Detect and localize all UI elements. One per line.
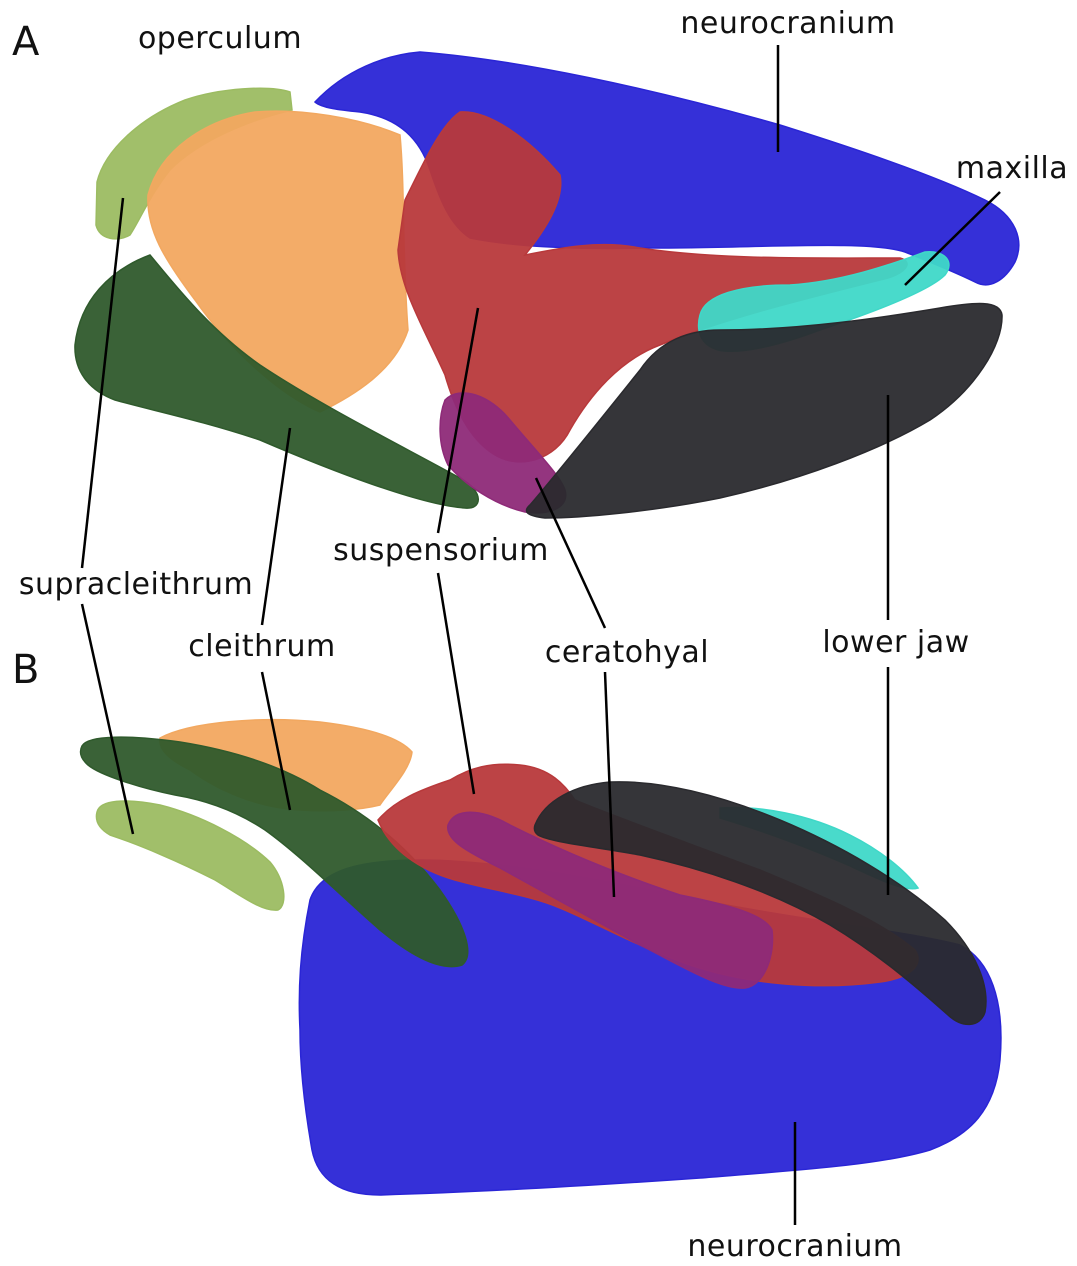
leader-supracleithrum-b bbox=[82, 604, 133, 834]
label-neurocranium-bottom: neurocranium bbox=[687, 1229, 902, 1264]
panel-label-b: B bbox=[12, 647, 39, 693]
panel-a bbox=[75, 52, 1019, 518]
panel-label-a: A bbox=[12, 19, 40, 65]
label-lower-jaw: lower jaw bbox=[822, 625, 969, 660]
leader-suspensorium-b bbox=[438, 573, 474, 794]
label-neurocranium-top: neurocranium bbox=[680, 6, 895, 41]
label-suspensorium: suspensorium bbox=[333, 533, 549, 568]
label-cleithrum: cleithrum bbox=[188, 629, 335, 664]
panel-b bbox=[80, 720, 1001, 1195]
label-maxilla: maxilla bbox=[956, 151, 1068, 186]
label-operculum: operculum bbox=[138, 21, 302, 56]
label-ceratohyal: ceratohyal bbox=[545, 635, 709, 670]
leader-cleithrum-a bbox=[262, 428, 290, 625]
label-supracleithrum: supracleithrum bbox=[19, 567, 253, 602]
